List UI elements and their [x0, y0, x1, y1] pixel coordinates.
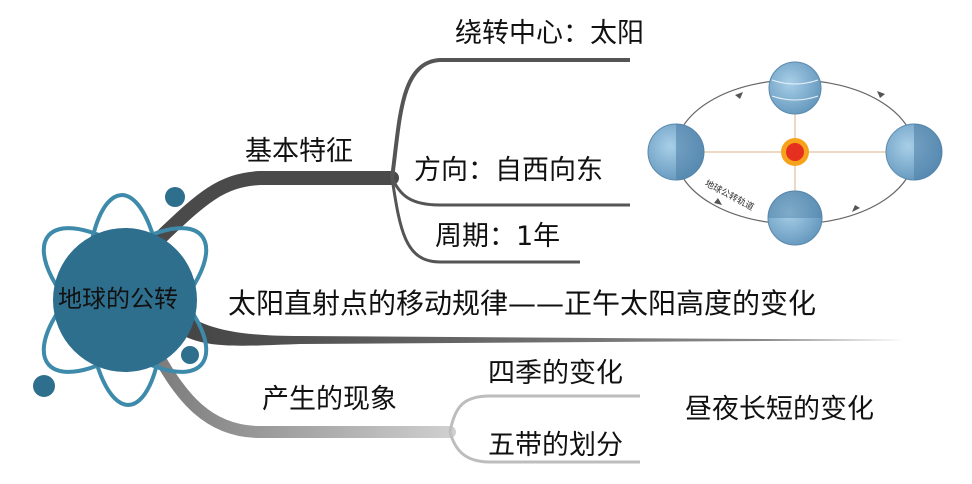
branch-basic-label: 基本特征 — [245, 136, 353, 167]
phenomena-item-zones: 五带的划分 — [488, 430, 623, 461]
basic-item-center: 绕转中心：太阳 — [455, 18, 644, 49]
basic-item-period: 周期：1年 — [435, 221, 561, 252]
phenomena-item-seasons: 四季的变化 — [488, 358, 623, 389]
phenomena-extra-daylength: 昼夜长短的变化 — [685, 394, 874, 425]
branch-sun-point-label: 太阳直射点的移动规律——正午太阳高度的变化 — [228, 287, 817, 320]
orbit-figure: 地球公转轨道 — [647, 61, 943, 246]
earth-globe-icon — [647, 61, 943, 246]
atom-icon — [33, 187, 209, 407]
center-node-label: 地球的公转 — [58, 285, 178, 313]
orbit-label: 地球公转轨道 — [703, 177, 756, 213]
branch-phenomena-label: 产生的现象 — [262, 384, 397, 415]
basic-item-direction: 方向：自西向东 — [414, 155, 603, 186]
branch-basic-connector — [153, 58, 630, 264]
branch-sun-point-connector — [175, 305, 905, 346]
sun-icon — [781, 138, 809, 166]
